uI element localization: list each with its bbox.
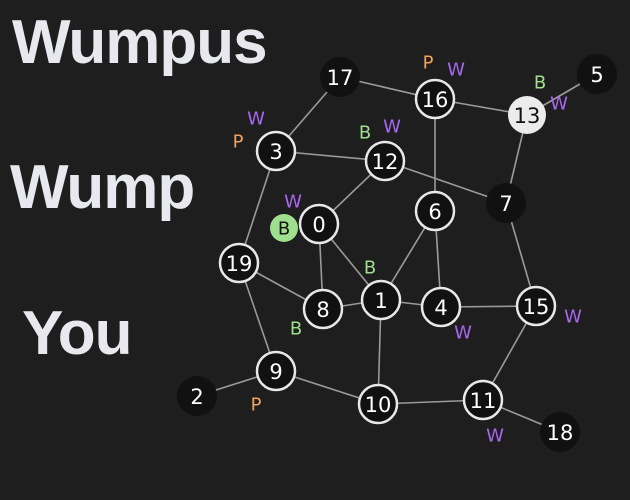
node-circle [515, 285, 557, 327]
node-circle [364, 140, 406, 182]
node-circle [298, 203, 340, 245]
node-label: 17 [327, 66, 354, 90]
node-label: 15 [523, 295, 550, 319]
node-label: 8 [316, 298, 329, 322]
wumpus-percept: W [247, 109, 265, 130]
pit-percept: P [423, 53, 434, 74]
node-circle [302, 288, 344, 330]
cave-node-7[interactable]: 7 [486, 183, 526, 223]
node-label: 13 [514, 104, 541, 128]
breeze-badge-circle [270, 214, 298, 242]
node-circle [414, 78, 456, 120]
node-circle [255, 350, 297, 392]
pit-percept: P [233, 132, 244, 153]
node-circle [462, 379, 504, 421]
breeze-badge: B [270, 214, 298, 242]
node-label: 16 [422, 88, 449, 112]
node-circle [420, 286, 462, 328]
node-circle [218, 242, 260, 284]
wumpus-percept: W [284, 192, 302, 213]
node-circle [577, 54, 617, 94]
cave-node-4[interactable]: 4 [420, 286, 462, 328]
cave-node-0[interactable]: 0 [298, 203, 340, 245]
node-circle [540, 412, 580, 452]
cave-node-6[interactable]: 6 [414, 190, 456, 232]
breeze-percept: B [290, 319, 302, 340]
node-circle [508, 96, 546, 134]
node-label: 10 [365, 393, 392, 417]
node-circle [360, 279, 402, 321]
breeze-percept: B [364, 258, 376, 279]
cave-node-18[interactable]: 18 [540, 412, 580, 452]
node-label: 6 [428, 200, 441, 224]
node-label: 19 [226, 252, 253, 276]
title-you: You [22, 299, 132, 368]
wumpus-percept: W [550, 94, 568, 115]
node-circle [177, 376, 217, 416]
wumpus-percept: W [447, 60, 465, 81]
pit-percept: P [251, 395, 262, 416]
cave-node-12[interactable]: 12 [364, 140, 406, 182]
cave-node-10[interactable]: 10 [357, 383, 399, 425]
wumpus-percept: W [383, 117, 401, 138]
node-circle [320, 57, 360, 97]
node-label: 7 [499, 192, 512, 216]
wumpus-percept: W [564, 307, 582, 328]
cave-node-16[interactable]: 16 [414, 78, 456, 120]
breeze-percept: B [534, 73, 546, 94]
cave-node-8[interactable]: 8 [302, 288, 344, 330]
node-label: 0 [312, 213, 325, 237]
cave-node-11[interactable]: 11 [462, 379, 504, 421]
cave-node-15[interactable]: 15 [515, 285, 557, 327]
breeze-percept: B [359, 123, 371, 144]
node-label: 1 [374, 289, 387, 313]
node-label: 4 [434, 296, 447, 320]
breeze-badge-label: B [278, 219, 290, 240]
node-label: 9 [269, 360, 282, 384]
cave-node-2[interactable]: 2 [177, 376, 217, 416]
node-circle [255, 130, 297, 172]
cave-node-3[interactable]: 3 [255, 130, 297, 172]
title-wumpus: Wumpus [12, 8, 268, 77]
cave-node-5[interactable]: 5 [577, 54, 617, 94]
node-label: 3 [269, 140, 282, 164]
node-label: 5 [590, 63, 603, 87]
wumpus-percept: W [454, 323, 472, 344]
wumpus-percept: W [486, 426, 504, 447]
node-circle [357, 383, 399, 425]
node-circle [414, 190, 456, 232]
node-label: 18 [547, 421, 574, 445]
node-circle [486, 183, 526, 223]
cave-node-17[interactable]: 17 [320, 57, 360, 97]
cave-node-9[interactable]: 9 [255, 350, 297, 392]
node-label: 12 [372, 150, 399, 174]
cave-node-13[interactable]: 13 [508, 96, 546, 134]
title-wump: Wump [10, 153, 195, 222]
cave-node-1[interactable]: 1 [360, 279, 402, 321]
node-label: 11 [470, 389, 497, 413]
cave-node-19[interactable]: 19 [218, 242, 260, 284]
edge-12-7 [384, 160, 507, 204]
node-label: 2 [190, 385, 203, 409]
